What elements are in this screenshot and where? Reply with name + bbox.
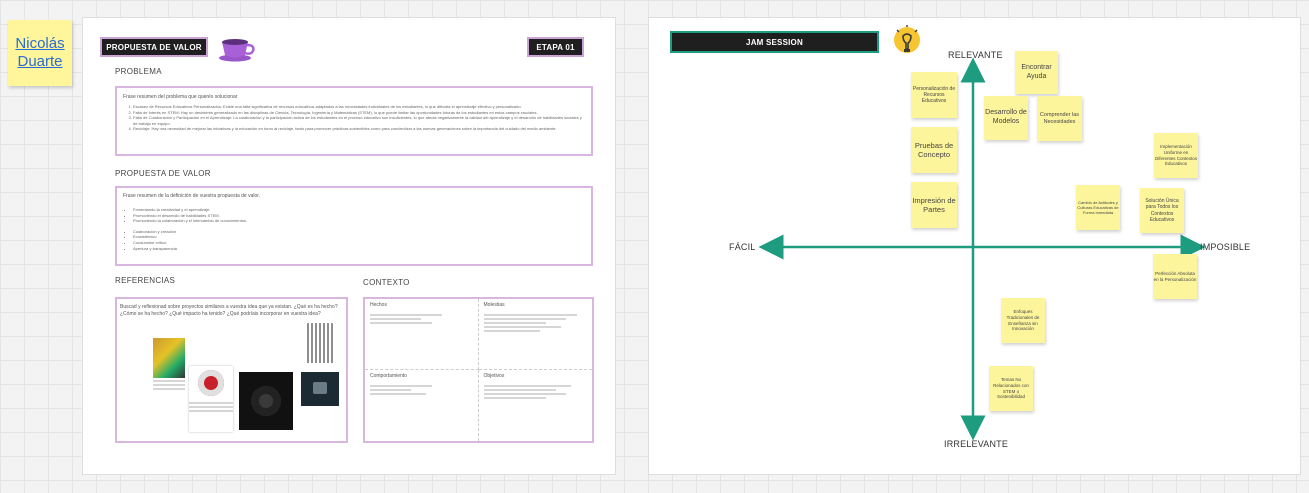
problem-item: Reciclaje: Hay una necesidad de mejorar … [133, 126, 585, 132]
jam-session-frame: JAM SESSION RELEVANTE IRRELEVANTE FÁCIL … [648, 17, 1301, 475]
sticky-note[interactable]: Comprender las Necesidades [1037, 96, 1082, 141]
value-bullet: Promoviendo el desarrollo de habilidades… [133, 213, 585, 219]
sticky-note[interactable]: Encontrar Ayuda [1015, 51, 1058, 94]
value-proposition-badge: PROPUESTA DE VALOR [100, 37, 208, 57]
lightbulb-icon [891, 24, 923, 58]
problem-title: PROBLEMA [115, 67, 162, 76]
context-cell[interactable]: Molestias [478, 299, 592, 370]
reference-image[interactable] [189, 366, 233, 432]
priority-matrix-axes [758, 57, 1206, 441]
context-cell[interactable]: Comportamiento [365, 370, 479, 441]
value-box[interactable]: Frase resumen de la definición de vuestr… [115, 186, 593, 266]
sticky-note[interactable]: Impresión de Partes [911, 182, 957, 228]
value-bullet: Apertura y transparencia [133, 246, 585, 252]
sticky-note[interactable]: Desarrollo de Modelos [984, 96, 1028, 140]
context-title: CONTEXTO [363, 278, 410, 287]
problem-box[interactable]: Frase resumen del problema que querés so… [115, 86, 593, 156]
value-proposition-frame: PROPUESTA DE VALOR ETAPA 01 PROBLEMA Fra… [82, 17, 616, 475]
coffee-cup-icon [217, 34, 257, 62]
axis-label-relevant: RELEVANTE [948, 50, 1003, 60]
sticky-note[interactable]: Personalización de Recursos Educativos [911, 72, 957, 118]
sticky-note[interactable]: Solución Única para Todos los Contextos … [1140, 188, 1184, 233]
sticky-note[interactable]: Enfoques Tradicionales de Enseñanza sin … [1001, 298, 1045, 343]
value-bullet: Ecosistémico [133, 234, 585, 240]
reference-qr [307, 323, 335, 363]
context-cell-label: Comportamiento [370, 373, 407, 379]
sticky-note[interactable]: Pruebas de Concepto [911, 127, 957, 173]
user-sticky-note[interactable]: Nicolás Duarte [8, 20, 72, 86]
value-bullet: Consumidor crítico [133, 240, 585, 246]
sticky-note[interactable]: Perfección Absoluta en la Personalizació… [1153, 254, 1197, 299]
problem-item: Falta de Colaboración y Participación en… [133, 115, 585, 126]
value-bullet: Colaboración y creación [133, 229, 585, 235]
value-title: PROPUESTA DE VALOR [115, 169, 211, 178]
value-bullet: Fomentando la creatividad y el aprendiza… [133, 207, 585, 213]
references-title: REFERENCIAS [115, 276, 176, 285]
value-bullet: Promoviendo la colaboración y el interca… [133, 218, 585, 224]
reference-image[interactable] [153, 338, 185, 410]
context-box[interactable]: Hechos Molestias Comportamiento Objetivo… [363, 297, 594, 443]
value-summary: Frase resumen de la definición de vuestr… [123, 193, 261, 199]
context-cell-label: Objetivos [483, 373, 505, 379]
reference-image[interactable] [239, 372, 293, 430]
context-cell[interactable]: Objetivos [479, 370, 593, 441]
context-cell-label: Molestias [483, 302, 505, 308]
sticky-note[interactable]: Temas No Relacionados con STEM o Sosteni… [989, 366, 1033, 411]
problem-item: Falta de Interés en STEM: Hay un desinte… [133, 110, 585, 116]
reference-image[interactable] [301, 372, 339, 406]
axis-label-easy: FÁCIL [729, 242, 756, 252]
problem-summary: Frase resumen del problema que querés so… [123, 94, 238, 100]
references-box[interactable]: Buscad y reflexionad sobre proyectos sim… [115, 297, 348, 443]
jam-session-badge: JAM SESSION [670, 31, 879, 53]
axis-label-irrelevant: IRRELEVANTE [944, 439, 1009, 449]
user-name-link[interactable]: Nicolás Duarte [15, 35, 65, 70]
references-text: Buscad y reflexionad sobre proyectos sim… [120, 304, 338, 317]
stage-badge: ETAPA 01 [527, 37, 584, 57]
sticky-note[interactable]: Implementación Uniforme en Diferentes Co… [1154, 133, 1198, 178]
problem-item: Escasez de Recursos Educativos Personali… [133, 104, 585, 110]
sticky-note[interactable]: Cambio de Actitudes y Culturas Educativa… [1076, 185, 1120, 230]
axis-label-impossible: IMPOSIBLE [1200, 242, 1251, 252]
context-cell[interactable]: Hechos [365, 299, 479, 370]
context-cell-label: Hechos [370, 302, 387, 308]
